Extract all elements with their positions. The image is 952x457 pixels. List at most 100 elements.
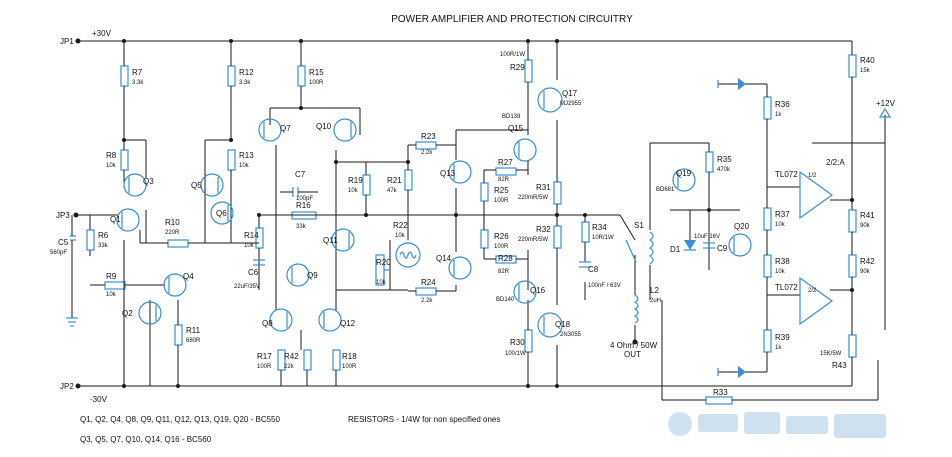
q19-part: BD681: [656, 187, 675, 193]
c6-value: 22uF/35V: [234, 284, 260, 290]
q16-label: Q16: [530, 286, 546, 295]
blurred-watermark: [668, 406, 898, 450]
c6-label: C6: [248, 268, 259, 277]
r20-value: 10k: [376, 280, 387, 286]
c5-value: 560pF: [50, 250, 67, 256]
r15-value: 100R: [309, 80, 324, 86]
r13-label: R13: [239, 151, 254, 160]
r27-value: 82R: [498, 177, 510, 183]
r15-label: R15: [309, 68, 324, 77]
relay-and-output: S1 L2 2uH 4 Ohm / 50W OUT D1: [610, 221, 696, 359]
input-jp3: JP3 C5 560pF: [50, 211, 118, 327]
r22-value: 10k: [395, 233, 406, 239]
q10-label: Q10: [316, 122, 332, 131]
q19-label: Q19: [676, 169, 692, 178]
r24-value: 2.2k: [421, 298, 433, 304]
r33-label: R33: [713, 388, 728, 397]
q20: [728, 233, 752, 257]
q5-label: Q5: [191, 181, 202, 190]
r7-value: 3.3k: [132, 80, 144, 86]
r31-value: 220mR/5W: [518, 195, 548, 201]
q8: [269, 308, 293, 332]
q17-label: Q17: [562, 89, 578, 98]
r10-value: 220R: [165, 230, 180, 236]
r40-value: 15k: [860, 68, 871, 74]
r29-label: R29: [510, 63, 525, 72]
r40-label: R40: [860, 56, 875, 65]
q7: [258, 118, 282, 142]
r14-label: R14: [244, 231, 259, 240]
r23-value: 2.2k: [421, 150, 433, 156]
r23-label: R23: [421, 132, 436, 141]
q18: [537, 312, 563, 338]
c9-label: C9: [717, 244, 728, 253]
r8-value: 10k: [106, 163, 117, 169]
q16: [513, 280, 537, 304]
jp2-label: JP2: [60, 382, 74, 391]
r34-label: R34: [592, 223, 607, 232]
r20-label: R20: [376, 258, 391, 267]
c7-label: C7: [295, 170, 306, 179]
r36-value: 1k: [775, 112, 782, 118]
r13-value: 10k: [239, 163, 250, 169]
q19: [672, 168, 696, 192]
r22-label: R22: [393, 221, 408, 230]
transistor-symbols: Q1 Q3 Q2 Q4 Q5 Q6 Q7 Q10 Q8 Q9 Q12 Q11 Q…: [110, 87, 752, 338]
resistor-group: R7 3.3k R8 10k R12 3.3k R13 10k R15 100R…: [86, 41, 875, 386]
ic-a-label: TL072: [775, 170, 798, 179]
r21-value: 47k: [387, 188, 398, 194]
r38-value: 10k: [775, 269, 786, 275]
r42b-value: 90k: [860, 269, 871, 275]
d1-label: D1: [670, 245, 681, 254]
r41-value: 90k: [860, 223, 871, 229]
q3-label: Q3: [143, 177, 154, 186]
r6-label: R6: [98, 231, 109, 240]
q2-label: Q2: [122, 309, 133, 318]
horizontal-resistors: R10 220R R9 10k R16 33k R23 2.2k R24 2.2…: [90, 132, 878, 405]
note-pnp: Q3, Q5, Q7, Q10, Q14, Q16 - BC560: [80, 435, 212, 444]
r24-label: R24: [421, 278, 436, 287]
q18-part: 2N3055: [560, 332, 582, 338]
ic-a-pin: 2/2:A: [826, 158, 845, 167]
q9-label: Q9: [307, 271, 318, 280]
r32-label: R32: [536, 225, 551, 234]
q6: [210, 201, 234, 225]
q10: [333, 118, 357, 142]
r35-label: R35: [717, 155, 732, 164]
c7-value: 100pF: [296, 196, 313, 202]
r28-value: 82R: [498, 269, 510, 275]
r26-value: 100R: [494, 244, 509, 250]
q1: [116, 208, 140, 232]
r37-value: 10k: [775, 222, 786, 228]
q3: [123, 173, 147, 197]
r18-label: R18: [342, 352, 357, 361]
ic-b-part: 2/2: [808, 288, 817, 294]
jp1-label: JP1: [60, 37, 74, 46]
positive-rail: JP1 +30V: [60, 29, 852, 46]
r42b-label: R42: [860, 257, 875, 266]
q18-label: Q18: [555, 320, 571, 329]
r25-value: 100R: [494, 198, 509, 204]
q15-label: Q15: [508, 124, 524, 133]
c8-label: C8: [588, 265, 599, 274]
r29-value: 100R/1W: [500, 52, 525, 58]
q13: [448, 160, 472, 184]
c8-value: 100nF / 63V: [588, 283, 621, 289]
q6-label: Q6: [216, 209, 227, 218]
output-label-2: OUT: [624, 350, 641, 359]
r21-label: R21: [387, 176, 402, 185]
r30-value: 100/1W: [505, 351, 526, 357]
q17: [537, 87, 563, 113]
r37-label: R37: [775, 210, 790, 219]
r19-label: R19: [348, 176, 363, 185]
r6-value: 33k: [98, 243, 109, 249]
r26-label: R26: [494, 232, 509, 241]
r19-value: 10k: [348, 188, 359, 194]
wiring: [123, 41, 886, 400]
r32-value: 220mR/5W: [518, 237, 548, 243]
q8-label: Q8: [262, 319, 273, 328]
r9-label: R9: [106, 272, 117, 281]
aux-rail-label: +12V: [876, 99, 896, 108]
pos-rail-label: +30V: [92, 29, 112, 38]
